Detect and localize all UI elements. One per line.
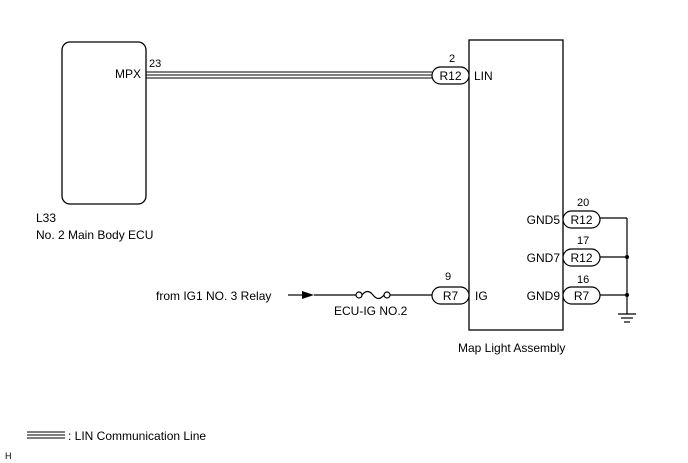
power-source-label: from IG1 NO. 3 Relay	[156, 289, 271, 303]
ground-symbol-icon	[618, 313, 636, 323]
lin-connector-code: R12	[439, 69, 461, 83]
ig-terminal-label: IG	[475, 289, 488, 303]
gnd7-connector-code: R12	[570, 251, 592, 265]
lin-communication-line	[146, 71, 432, 79]
ecu-pin-number: 23	[149, 58, 161, 70]
gnd9-connector-code: R7	[574, 289, 590, 303]
legend-text: : LIN Communication Line	[68, 429, 206, 443]
lin-connector-badge	[431, 66, 470, 85]
gnd7-terminal-label: GND7	[527, 251, 561, 265]
gnd5-connector-code: R12	[570, 213, 592, 227]
legend-lin-line-symbol	[27, 431, 65, 439]
gnd5-terminal-label: GND5	[527, 213, 561, 227]
ig-connector-badge	[431, 286, 470, 305]
ground-wiring	[600, 217, 628, 314]
gnd5-pin-number: 20	[577, 197, 589, 209]
ig-connector-code: R7	[443, 289, 459, 303]
ecu-name: No. 2 Main Body ECU	[36, 228, 153, 242]
splice-point	[625, 293, 629, 297]
lin-pin-number: 2	[449, 53, 455, 65]
ecu-terminal-label: MPX	[115, 67, 141, 81]
map-light-assembly-box	[468, 39, 564, 331]
splice-point	[625, 255, 629, 259]
arrow-right-icon	[302, 291, 314, 299]
gnd5-connector-badge	[562, 210, 601, 229]
ig-pin-number: 9	[445, 271, 451, 283]
fuse-label: ECU-IG NO.2	[334, 304, 408, 318]
fuse-icon	[355, 290, 391, 300]
ecu-box	[61, 41, 147, 205]
gnd7-pin-number: 17	[577, 235, 589, 247]
lin-terminal-label: LIN	[474, 69, 493, 83]
map-light-assembly-name: Map Light Assembly	[458, 341, 565, 355]
gnd9-terminal-label: GND9	[527, 289, 561, 303]
footer-code: H	[5, 451, 12, 461]
ecu-code: L33	[36, 211, 56, 225]
gnd9-pin-number: 16	[577, 274, 589, 286]
